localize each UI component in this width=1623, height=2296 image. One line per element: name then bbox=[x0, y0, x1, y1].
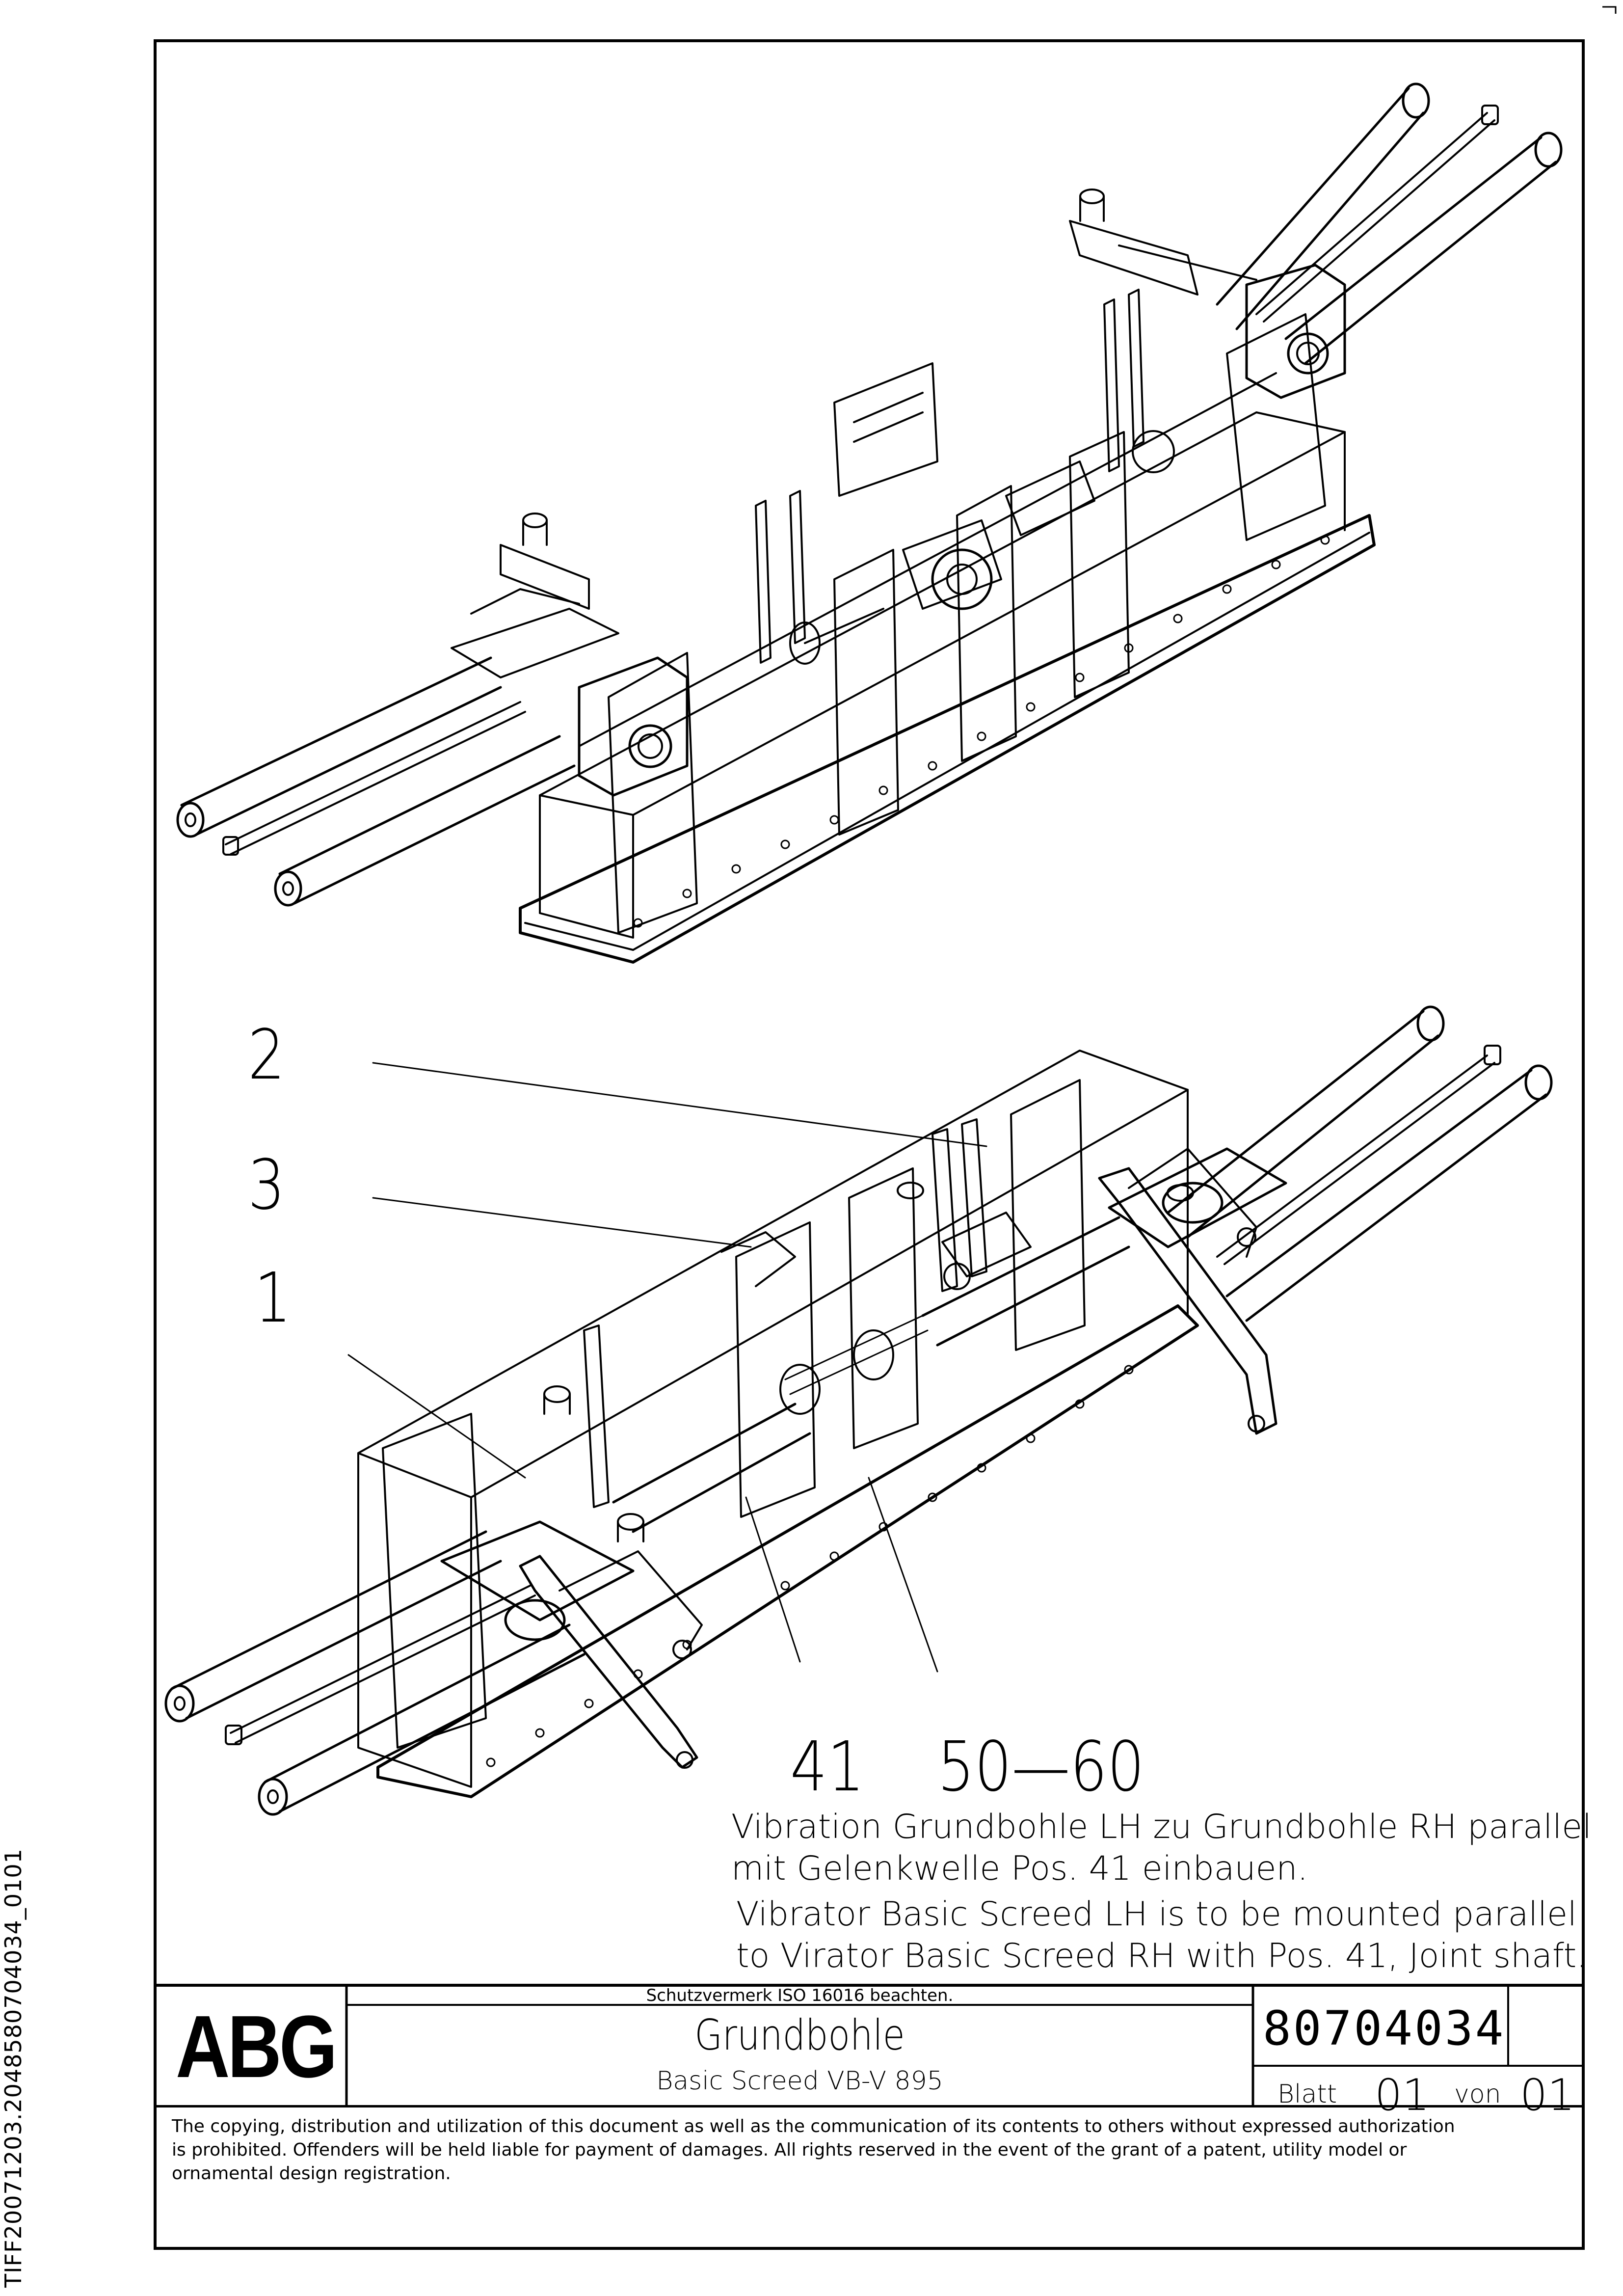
note-en-line2: to Virator Basic Screed RH with Pos. 41,… bbox=[736, 1937, 1587, 1975]
note-en-line1: Vibrator Basic Screed LH is to be mounte… bbox=[736, 1895, 1577, 1934]
of-value: 01 bbox=[1520, 2070, 1575, 2120]
top-screed-assembly bbox=[176, 82, 1563, 964]
title-block: ABG Schutzvermerk ISO 16016 beachten. Gr… bbox=[154, 1984, 1585, 2120]
legal-footer: The copying, distribution and utilizatio… bbox=[172, 2115, 1575, 2186]
company-logo: ABG bbox=[176, 1998, 338, 2096]
callout-41: 41 bbox=[790, 1727, 865, 1807]
drawing-title: Grundbohle bbox=[694, 2011, 905, 2060]
leader-lines bbox=[347, 1062, 987, 1673]
note-de-line1: Vibration Grundbohle LH zu Grundbohle RH… bbox=[731, 1808, 1592, 1846]
protection-note: Schutzvermerk ISO 16016 beachten. bbox=[646, 1986, 954, 2005]
legal-footer-line2: is prohibited. Offenders will be held li… bbox=[172, 2140, 1407, 2160]
legal-footer-line1: The copying, distribution and utilizatio… bbox=[172, 2116, 1455, 2136]
callout-1: 1 bbox=[254, 1258, 292, 1338]
drawing-number: 80704034 bbox=[1263, 2001, 1506, 2056]
callout-2: 2 bbox=[248, 1015, 285, 1095]
callout-50-60: 50—60 bbox=[937, 1727, 1144, 1807]
sheet-value: 01 bbox=[1375, 2070, 1430, 2120]
drawing-frame bbox=[154, 39, 1585, 2250]
sheet-label: Blatt bbox=[1277, 2080, 1337, 2109]
callout-3: 3 bbox=[248, 1145, 285, 1225]
corner-tick bbox=[1602, 6, 1617, 14]
title-block-lines bbox=[154, 1984, 1585, 2107]
note-de-line2: mit Gelenkwelle Pos. 41 einbauen. bbox=[731, 1849, 1308, 1888]
of-label: von bbox=[1454, 2080, 1501, 2109]
legal-footer-line3: ornamental design registration. bbox=[172, 2163, 451, 2184]
bottom-screed-assembly bbox=[164, 1005, 1553, 1816]
drawing-subtitle: Basic Screed VB-V 895 bbox=[656, 2066, 943, 2096]
